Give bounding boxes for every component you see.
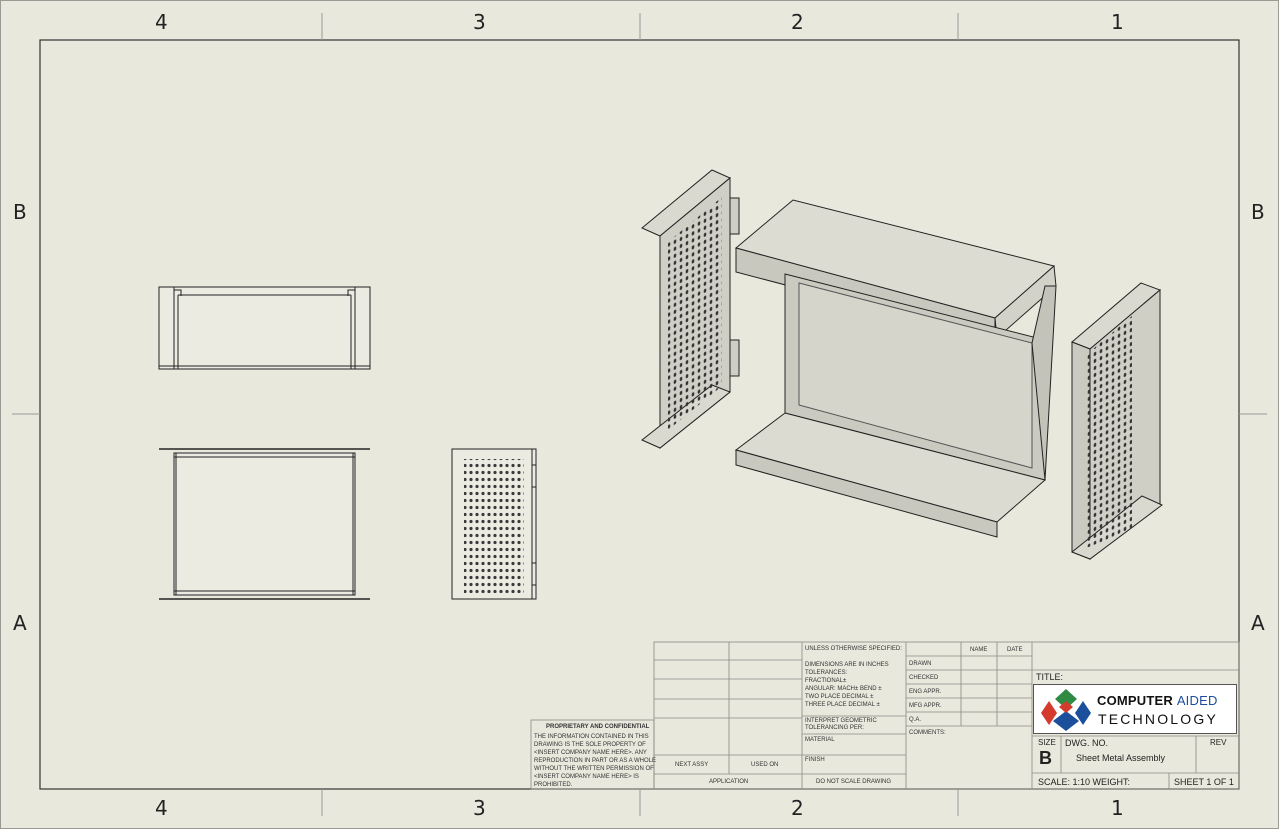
scale-weight: SCALE: 1:10 WEIGHT: bbox=[1038, 777, 1131, 787]
tol-tolerances: TOLERANCES: bbox=[805, 670, 848, 676]
signoff-eng-appr: ENG APPR. bbox=[909, 689, 942, 695]
logo-word-aided: AIDED bbox=[1176, 693, 1218, 708]
zone-col-3-top: 3 bbox=[473, 10, 486, 34]
sheet-number: SHEET 1 OF 1 bbox=[1174, 777, 1234, 787]
tol-finish: FINISH bbox=[805, 757, 825, 763]
zone-col-4-top: 4 bbox=[155, 10, 168, 34]
zone-col-3-bottom: 3 bbox=[473, 796, 486, 820]
next-assy-label: NEXT ASSY bbox=[675, 762, 709, 768]
dwg-no-value: Sheet Metal Assembly bbox=[1076, 753, 1166, 763]
zone-row-a-left: A bbox=[13, 611, 27, 635]
top-view bbox=[158, 286, 371, 370]
title-block-grid bbox=[530, 641, 1240, 790]
zone-col-1-top: 1 bbox=[1111, 10, 1124, 34]
title-label: TITLE: bbox=[1036, 672, 1064, 682]
used-on-label: USED ON bbox=[751, 762, 779, 768]
tol-material: MATERIAL bbox=[805, 737, 835, 743]
signoff-date-header: DATE bbox=[1007, 647, 1023, 653]
proprietary-line-4: REPRODUCTION IN PART OR AS A WHOLE bbox=[534, 758, 657, 764]
zone-row-a-right: A bbox=[1251, 611, 1265, 635]
zone-col-4-bottom: 4 bbox=[155, 796, 168, 820]
proprietary-line-2: DRAWING IS THE SOLE PROPERTY OF bbox=[534, 742, 646, 748]
zone-col-2-bottom: 2 bbox=[791, 796, 804, 820]
tol-tolerancing: TOLERANCING PER: bbox=[805, 725, 864, 731]
tol-angular: ANGULAR: MACH± BEND ± bbox=[805, 686, 882, 692]
signoff-checked: CHECKED bbox=[909, 675, 939, 681]
logo-text-line2: TECHNOLOGY bbox=[1098, 711, 1219, 727]
rev-label: REV bbox=[1210, 738, 1227, 747]
zone-row-b-left: B bbox=[13, 200, 27, 224]
iso-left-panel bbox=[641, 169, 740, 450]
zone-col-1-bottom: 1 bbox=[1111, 796, 1124, 820]
signoff-name-header: NAME bbox=[970, 647, 988, 653]
proprietary-line-5: WITHOUT THE WRITTEN PERMISSION OF bbox=[534, 766, 654, 772]
proprietary-line-7: PROHIBITED. bbox=[534, 782, 573, 788]
tol-heading: UNLESS OTHERWISE SPECIFIED: bbox=[805, 646, 902, 652]
tol-two-place: TWO PLACE DECIMAL ± bbox=[805, 694, 874, 700]
proprietary-line-1: THE INFORMATION CONTAINED IN THIS bbox=[534, 734, 649, 740]
tol-dimensions: DIMENSIONS ARE IN INCHES bbox=[805, 662, 889, 668]
cat-logo-mark-icon bbox=[1041, 689, 1091, 731]
size-value: B bbox=[1039, 748, 1052, 768]
front-view bbox=[159, 448, 370, 600]
tol-fractional: FRACTIONAL± bbox=[805, 678, 847, 684]
signoff-comments: COMMENTS: bbox=[909, 730, 946, 736]
side-view bbox=[451, 448, 537, 600]
dwg-no-label: DWG. NO. bbox=[1065, 738, 1108, 748]
signoff-mfg-appr: MFG APPR. bbox=[909, 703, 942, 709]
iso-enclosure bbox=[734, 199, 1057, 538]
zone-ticks bbox=[12, 13, 1267, 816]
company-logo: COMPUTER AIDED TECHNOLOGY bbox=[1033, 684, 1237, 734]
tol-interpret: INTERPRET GEOMETRIC bbox=[805, 718, 877, 724]
signoff-qa: Q.A. bbox=[909, 717, 922, 723]
size-label: SIZE bbox=[1038, 738, 1056, 747]
logo-word-computer: COMPUTER bbox=[1097, 693, 1173, 708]
zone-col-2-top: 2 bbox=[791, 10, 804, 34]
iso-right-panel bbox=[1071, 282, 1163, 561]
application-label: APPLICATION bbox=[709, 779, 749, 785]
signoff-drawn: DRAWN bbox=[909, 661, 932, 667]
tol-do-not-scale: DO NOT SCALE DRAWING bbox=[816, 779, 892, 785]
proprietary-heading: PROPRIETARY AND CONFIDENTIAL bbox=[546, 724, 650, 730]
proprietary-line-3: <INSERT COMPANY NAME HERE>. ANY bbox=[534, 750, 647, 756]
logo-text-line1: COMPUTER AIDED bbox=[1097, 693, 1218, 708]
proprietary-line-6: <INSERT COMPANY NAME HERE> IS bbox=[534, 774, 639, 780]
zone-row-b-right: B bbox=[1251, 200, 1265, 224]
tol-three-place: THREE PLACE DECIMAL ± bbox=[805, 702, 880, 708]
